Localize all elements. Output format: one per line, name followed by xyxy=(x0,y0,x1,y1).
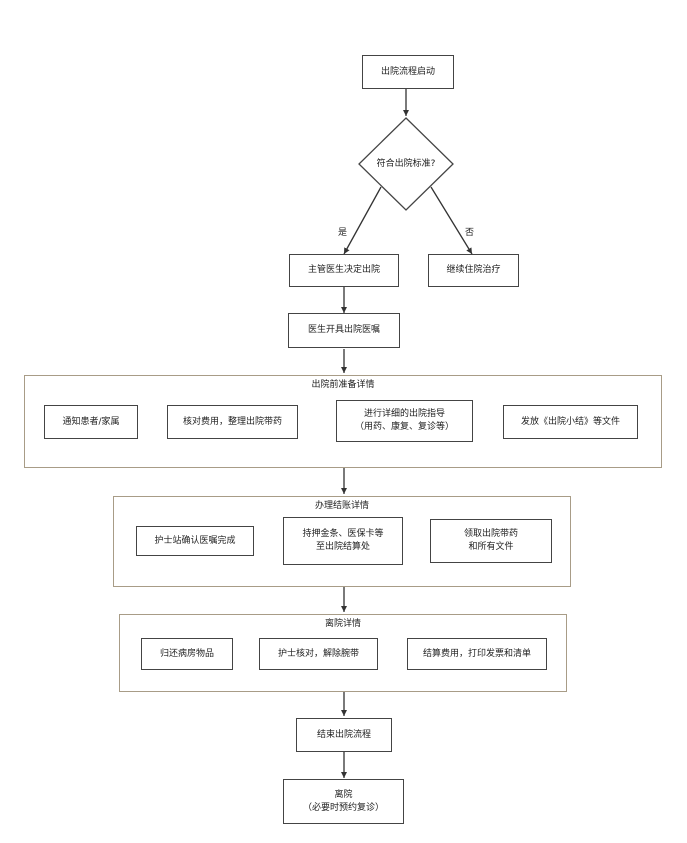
group-prep-title: 出院前准备详情 xyxy=(311,380,375,390)
settle-item-collect: 领取出院带药 和所有文件 xyxy=(430,519,552,563)
node-start: 出院流程启动 xyxy=(362,55,454,89)
edge-label-no: 否 xyxy=(465,228,475,238)
group-settle-title: 办理结账详情 xyxy=(314,501,369,511)
prep-item-summary: 发放《出院小结》等文件 xyxy=(503,405,638,439)
leave-item-return: 归还病房物品 xyxy=(141,638,233,670)
edge-decision-yes xyxy=(343,186,382,255)
leave-item-invoice: 结算费用，打印发票和清单 xyxy=(407,638,547,670)
node-end-process: 结束出院流程 xyxy=(296,718,392,752)
group-leave-title: 离院详情 xyxy=(324,619,361,629)
leave-item-wristband: 护士核对，解除腕带 xyxy=(259,638,378,670)
node-orders: 医生开具出院医嘱 xyxy=(288,313,400,348)
node-yes-branch: 主管医生决定出院 xyxy=(289,254,399,287)
edge-decision-no xyxy=(430,186,473,255)
group-settle: 办理结账详情 xyxy=(113,496,571,587)
node-no-branch: 继续住院治疗 xyxy=(428,254,519,287)
settle-item-cashier: 持押金条、医保卡等 至出院结算处 xyxy=(283,517,403,565)
prep-item-notify: 通知患者/家属 xyxy=(44,405,138,439)
edge-label-yes: 是 xyxy=(338,228,348,238)
node-final: 离院 （必要时预约复诊） xyxy=(283,779,404,824)
prep-item-fees: 核对费用，整理出院带药 xyxy=(167,405,298,439)
group-prep: 出院前准备详情 xyxy=(24,375,662,468)
settle-item-confirm: 护士站确认医嘱完成 xyxy=(136,526,254,556)
decision-diamond xyxy=(358,117,454,211)
group-leave: 离院详情 xyxy=(119,614,567,692)
prep-item-guidance: 进行详细的出院指导 （用药、康复、复诊等） xyxy=(336,400,473,442)
decision-label: 符合出院标准? xyxy=(376,159,436,169)
